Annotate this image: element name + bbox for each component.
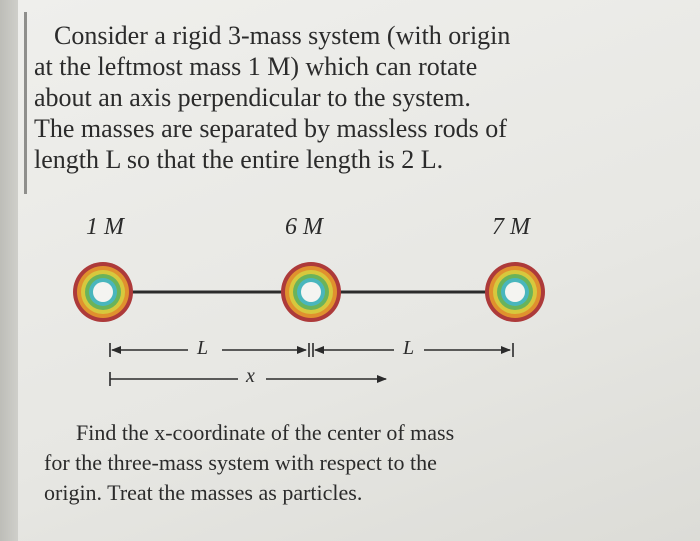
x-label: x: [246, 365, 255, 387]
problem-line: at the leftmost mass 1 M) which can rota…: [34, 52, 478, 81]
mass-1-particle: [73, 262, 133, 322]
segment-label-2: L: [403, 337, 415, 359]
textbook-page: [18, 0, 700, 541]
problem-line: The masses are separated by massless rod…: [34, 114, 507, 143]
question-line: origin. Treat the masses as particles.: [44, 480, 363, 505]
question-statement: Find the x-coordinate of the center of m…: [44, 418, 604, 508]
mass-label-2: 6 M: [285, 214, 323, 240]
problem-statement: Consider a rigid 3-mass system (with ori…: [34, 20, 594, 175]
question-line: for the three-mass system with respect t…: [44, 450, 437, 475]
mass-label-3: 7 M: [492, 214, 530, 240]
problem-line: about an axis perpendicular to the syste…: [34, 83, 471, 112]
problem-line: length L so that the entire length is 2 …: [34, 145, 444, 174]
problem-line: Consider a rigid 3-mass system (with ori…: [54, 21, 511, 50]
mass-3-particle: [485, 262, 545, 322]
mass-2-particle: [281, 262, 341, 322]
paragraph-rule: [24, 12, 27, 194]
question-line: Find the x-coordinate of the center of m…: [76, 420, 455, 445]
segment-label-1: L: [197, 337, 209, 359]
mass-label-1: 1 M: [86, 214, 124, 240]
page-margin: [0, 0, 18, 541]
